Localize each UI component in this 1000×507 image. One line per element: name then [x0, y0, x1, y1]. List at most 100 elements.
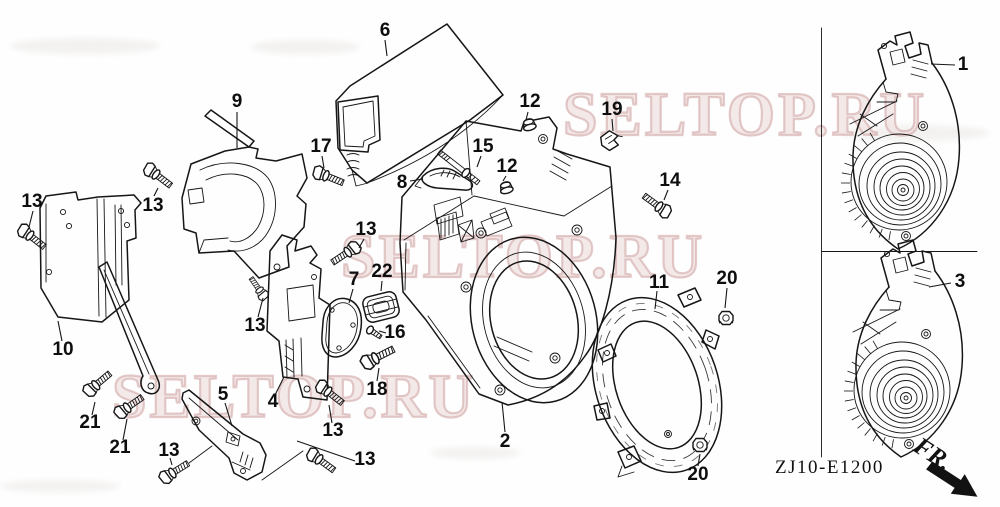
part-6-top-cover — [335, 23, 504, 187]
leader-line — [348, 288, 354, 304]
bolt-13 — [156, 456, 193, 487]
leader-line — [928, 282, 952, 288]
bolt-13 — [327, 238, 364, 270]
louver-line — [854, 214, 862, 221]
part-callout-11: 11 — [649, 272, 670, 293]
leader-line — [257, 297, 264, 318]
louver-line — [844, 199, 854, 204]
louver-line — [888, 231, 891, 241]
leader-line — [28, 210, 34, 228]
part-callout-17: 17 — [310, 136, 331, 157]
part-callout-10: 10 — [52, 339, 73, 360]
louver-line — [869, 225, 875, 234]
part-callout-16: 16 — [384, 322, 405, 343]
bolt-13 — [140, 160, 176, 192]
fasteners — [14, 116, 734, 487]
diagram-code: ZJ10-E1200 — [775, 457, 884, 478]
part-callout-21: 21 — [109, 437, 131, 458]
bolt-14 — [639, 189, 675, 221]
part-22-grommet — [362, 291, 400, 323]
part-callout-7: 7 — [349, 269, 360, 290]
leader-line — [697, 453, 701, 467]
screw-16 — [364, 324, 384, 342]
nut-20 — [718, 310, 734, 326]
louver-line — [841, 191, 851, 194]
part-10-side-plate — [39, 191, 160, 395]
louver-line — [848, 153, 857, 159]
leader-line — [321, 155, 325, 169]
part-11-shroud-ring — [591, 287, 723, 478]
louver-line — [861, 220, 868, 228]
part-callout-18: 18 — [366, 379, 387, 400]
part-callout-12: 12 — [519, 91, 540, 112]
part-callout-3: 3 — [955, 271, 966, 292]
part-3-side-cover-drawing — [843, 239, 964, 458]
part-callout-13: 13 — [322, 420, 343, 441]
front-direction-marker: FR. — [908, 432, 978, 497]
leader-line — [169, 457, 173, 466]
louver-line — [854, 145, 862, 152]
part-callout-19: 19 — [601, 99, 622, 120]
part-callout-13: 13 — [142, 195, 163, 216]
capnut-12 — [497, 179, 515, 196]
leader-line — [328, 404, 333, 424]
louver-line — [844, 162, 854, 167]
leader-line — [654, 290, 658, 310]
part-callout-8: 8 — [397, 172, 408, 193]
part-8-air-guide — [414, 167, 474, 191]
louver-line — [861, 138, 868, 146]
bolt-13 — [14, 221, 50, 254]
louver-line — [878, 228, 883, 238]
leader-line — [376, 367, 380, 382]
leader-line — [525, 111, 529, 121]
part-callout-20: 20 — [687, 464, 708, 485]
stud-15 — [437, 149, 481, 186]
leader-line — [501, 401, 506, 433]
louver-line — [869, 132, 875, 141]
leader-line — [502, 175, 507, 182]
bolt-13 — [312, 377, 348, 410]
bolt-21 — [80, 367, 116, 400]
louver-line — [841, 172, 851, 175]
leader-line — [724, 287, 728, 309]
part-4-inner-plate — [266, 234, 331, 401]
leader-line — [409, 178, 424, 182]
part-callout-9: 9 — [232, 91, 243, 112]
part-callout-6: 6 — [380, 20, 391, 41]
part-callout-5: 5 — [218, 384, 229, 405]
leader-line — [663, 189, 669, 201]
leader-line — [930, 63, 956, 66]
leader-line — [378, 330, 387, 334]
bolt-18 — [357, 341, 398, 373]
bolt-21 — [111, 390, 148, 422]
part-callout-20: 20 — [716, 268, 737, 289]
background-smudge — [430, 447, 520, 459]
leader-line — [91, 401, 96, 416]
part-7-cover-plate — [321, 297, 363, 358]
part-9-baffle-plate — [181, 109, 308, 279]
part-callout-13: 13 — [21, 191, 42, 212]
background-smudge — [250, 40, 360, 54]
bolt-17 — [310, 163, 347, 190]
leader-line — [224, 402, 233, 427]
part-callout-13: 13 — [244, 315, 265, 336]
assembly-line — [188, 445, 304, 481]
part-callout-13: 13 — [158, 440, 179, 461]
background-smudge — [0, 480, 120, 492]
leader-line — [611, 118, 614, 132]
leader-line — [384, 39, 388, 57]
leader-line — [296, 440, 356, 462]
leader-line — [57, 320, 63, 342]
part-callout-22: 22 — [371, 261, 392, 282]
fan-louver-lines — [841, 132, 891, 241]
part-callout-4: 4 — [268, 391, 279, 412]
fr-arrow-icon — [926, 461, 978, 497]
nut-20 — [692, 437, 708, 453]
leader-line — [274, 376, 285, 396]
clip-19 — [598, 127, 626, 153]
leader-line — [153, 187, 159, 197]
part-callout-14: 14 — [659, 170, 681, 191]
leader-line — [358, 238, 365, 249]
